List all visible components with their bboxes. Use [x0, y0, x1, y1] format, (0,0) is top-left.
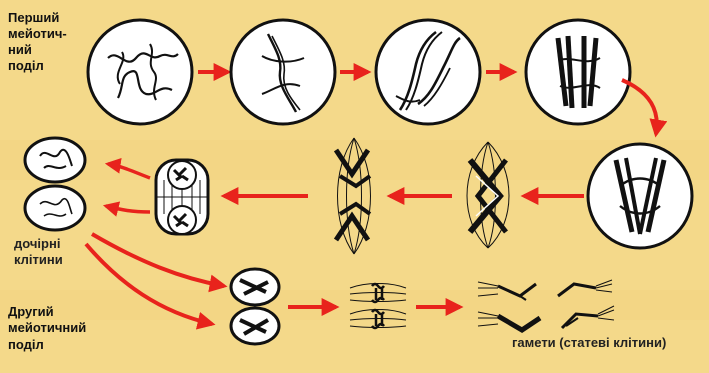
second-division-label-2: мейотичний — [8, 320, 86, 335]
first-division-label-1: Перший — [8, 10, 59, 25]
first-division-label-2: мейотич- — [8, 26, 67, 41]
cell-metaphase — [588, 144, 692, 248]
cell-zygotene — [231, 20, 335, 124]
first-division-label-4: поділ — [8, 58, 44, 73]
gametes-label: гамети (статеві клітини) — [512, 335, 666, 350]
cell-meiosis2-top — [231, 269, 279, 305]
cell-telophase — [156, 160, 208, 234]
cell-leptotene — [88, 20, 192, 124]
cell-diplotene — [526, 20, 630, 124]
daughter-cell-top — [25, 138, 85, 182]
second-division-label-3: поділ — [8, 337, 44, 352]
cell-pachytene — [376, 20, 480, 124]
daughter-cell-bottom — [25, 186, 85, 230]
first-division-label-3: ний — [8, 42, 32, 57]
daughter-cells-label-2: клітини — [14, 252, 63, 267]
daughter-cells-label-1: дочірні — [14, 236, 60, 251]
second-division-label-1: Другий — [8, 304, 54, 319]
cell-meiosis2-bottom — [231, 308, 279, 344]
